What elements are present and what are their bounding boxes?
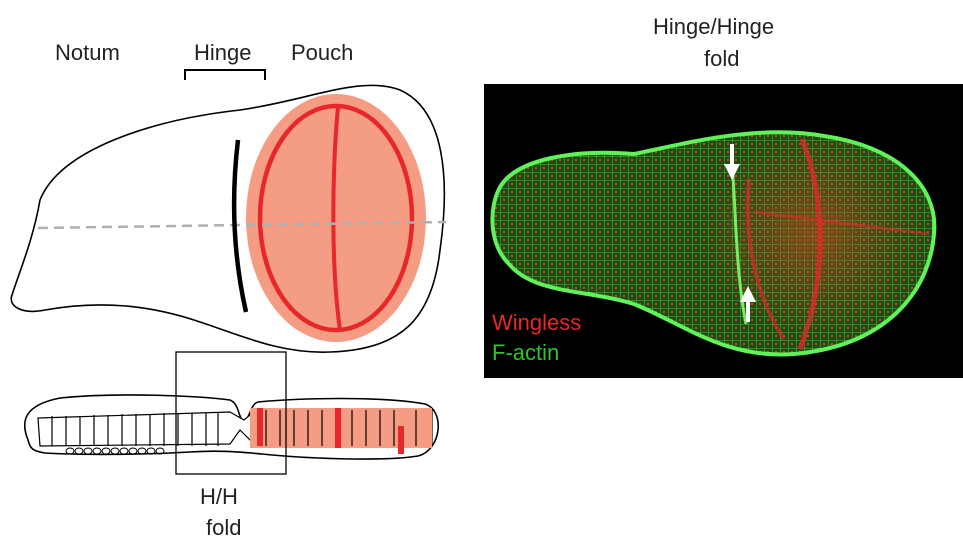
hh-fold-label-line1: H/H xyxy=(200,484,238,510)
wingless-section-stripe xyxy=(257,408,263,446)
hinge-fold-title-line1: Hinge/Hinge xyxy=(653,14,774,40)
hh-fold-label-line2: fold xyxy=(206,515,241,541)
wingless-section-stripe xyxy=(398,426,404,454)
legend-wingless: Wingless xyxy=(492,310,581,336)
wing-disc-micrograph: Wingless F-actin xyxy=(484,84,963,378)
pouch-label: Pouch xyxy=(291,40,353,66)
wingless-section-stripe xyxy=(335,408,341,448)
hinge-fold-title-line2: fold xyxy=(704,46,739,72)
cross-section-schematic xyxy=(25,352,439,474)
hinge-label: Hinge xyxy=(194,40,251,66)
legend-factin: F-actin xyxy=(492,340,559,366)
notum-label: Notum xyxy=(55,40,120,66)
hinge-bracket xyxy=(185,70,265,80)
